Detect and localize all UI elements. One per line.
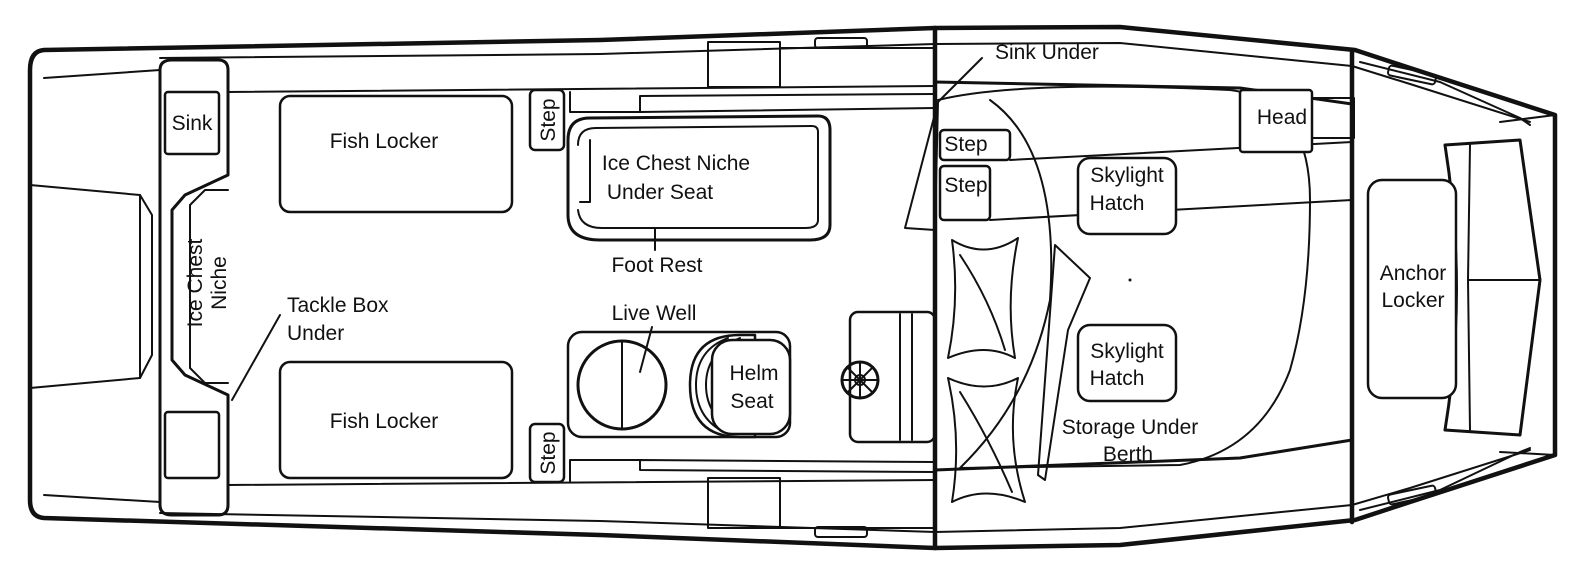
ice-chest-seat-outer	[566, 114, 832, 242]
cockpit-sides	[227, 37, 936, 538]
fish-locker-bottom	[278, 360, 514, 480]
fish-locker-top-label: Fish Locker	[330, 130, 439, 153]
transom	[29, 184, 153, 389]
seat-rail-top	[569, 91, 936, 113]
seat-back-wedge	[1037, 244, 1091, 481]
bow-rail-bottom	[1359, 447, 1531, 511]
seat-rail-bottom	[569, 459, 936, 483]
step-aft-bottom-label: Step	[537, 431, 560, 474]
step-cabin-2-label: Step	[944, 174, 987, 197]
foot-rest-label: Foot Rest	[611, 254, 702, 277]
live-well-label: Live Well	[612, 302, 697, 325]
detail-dot	[1128, 278, 1132, 282]
ice-chest-seat-lip	[579, 139, 591, 203]
bow-tip-upper	[1499, 114, 1556, 456]
tackle-box-label-1: Tackle Box	[287, 294, 389, 317]
skylight-hatch-top	[1076, 156, 1178, 236]
skylight-hatch-bottom-label-2: Hatch	[1090, 367, 1145, 390]
storage-label-2: Berth	[1103, 443, 1153, 466]
skylight-hatch-top-label-1: Skylight	[1090, 164, 1164, 187]
storage-label-1: Storage Under	[1062, 416, 1199, 439]
steering-wheel-spokes	[841, 361, 879, 399]
step-aft-bottom	[528, 422, 566, 484]
tackle-box-leader	[231, 314, 281, 401]
tackle-box-label-2: Under	[287, 322, 344, 345]
stern-platform	[43, 69, 161, 503]
gunwale-inner	[159, 42, 1531, 533]
ice-chest-niche-outline	[158, 58, 230, 517]
bow-cleat-top	[1387, 64, 1437, 86]
step-aft-top-label: Step	[537, 98, 560, 141]
sink-under-leader	[937, 57, 983, 103]
cushion-bottom-crease	[959, 391, 1013, 493]
sink-label: Sink	[172, 112, 213, 135]
anchor-well-inner	[1467, 144, 1541, 431]
sink-under-label: Sink Under	[995, 41, 1099, 64]
helm-console	[840, 310, 937, 444]
ice-chest-niche-label-2: Niche	[208, 256, 231, 310]
skylight-hatch-bottom	[1076, 323, 1178, 403]
skylight-hatch-bottom-label-1: Skylight	[1090, 340, 1164, 363]
ice-chest-seat-label-1: Ice Chest Niche	[602, 152, 750, 175]
sink-under-wedge	[904, 101, 939, 231]
anchor-locker-label-1: Anchor	[1380, 262, 1447, 285]
helm-console-panel	[899, 313, 913, 441]
transom-seat	[29, 184, 153, 389]
fish-locker-top	[278, 94, 514, 214]
cockpit-side-bottom	[227, 479, 936, 486]
side-deck-box-top	[707, 41, 781, 88]
tackle-box	[163, 410, 221, 480]
skylight-hatch-top-label-2: Hatch	[1090, 192, 1145, 215]
step-cabin-1-label: Step	[944, 133, 987, 156]
ice-chest-niche-inner	[189, 189, 229, 384]
bow-cleat-bottom	[1387, 484, 1437, 506]
anchor-locker	[1366, 178, 1458, 400]
anchor-locker-label-2: Locker	[1381, 289, 1444, 312]
step-cabin-2	[938, 164, 992, 222]
ice-chest-seat-label-2: Under Seat	[607, 181, 713, 204]
live-well-leader	[639, 326, 653, 373]
cushion-top	[947, 237, 1019, 359]
side-deck-box-bottom	[707, 477, 781, 529]
fish-locker-bottom-label: Fish Locker	[330, 410, 439, 433]
anchor-well	[1443, 138, 1542, 437]
helm-seat	[710, 338, 792, 436]
cushion-bottom	[947, 377, 1026, 503]
cushion-top-crease	[959, 254, 1006, 351]
helm-area: Live Well Helm Seat	[566, 302, 792, 439]
sink	[163, 90, 221, 156]
hull-outline	[27, 24, 1558, 551]
hull	[27, 24, 1558, 551]
cockpit-side-top	[227, 85, 936, 93]
step-aft-top	[528, 88, 566, 152]
helm-seat-back-line-1	[695, 337, 729, 435]
aft-station: Sink Ice Chest Niche	[158, 58, 231, 517]
ice-chest-niche-label-1: Ice Chest	[184, 238, 207, 327]
ice-chest-seat: Ice Chest Niche Under Seat Foot Rest	[566, 114, 832, 277]
step-cabin-1	[938, 128, 1012, 162]
head-label: Head	[1257, 106, 1307, 129]
ice-chest-seat-inner	[577, 125, 819, 229]
bow-rail-top	[1359, 61, 1531, 126]
helm-seat-label-1: Helm	[729, 362, 778, 385]
cabin-cushions	[947, 237, 1091, 503]
helm-seat-label-2: Seat	[730, 390, 773, 413]
